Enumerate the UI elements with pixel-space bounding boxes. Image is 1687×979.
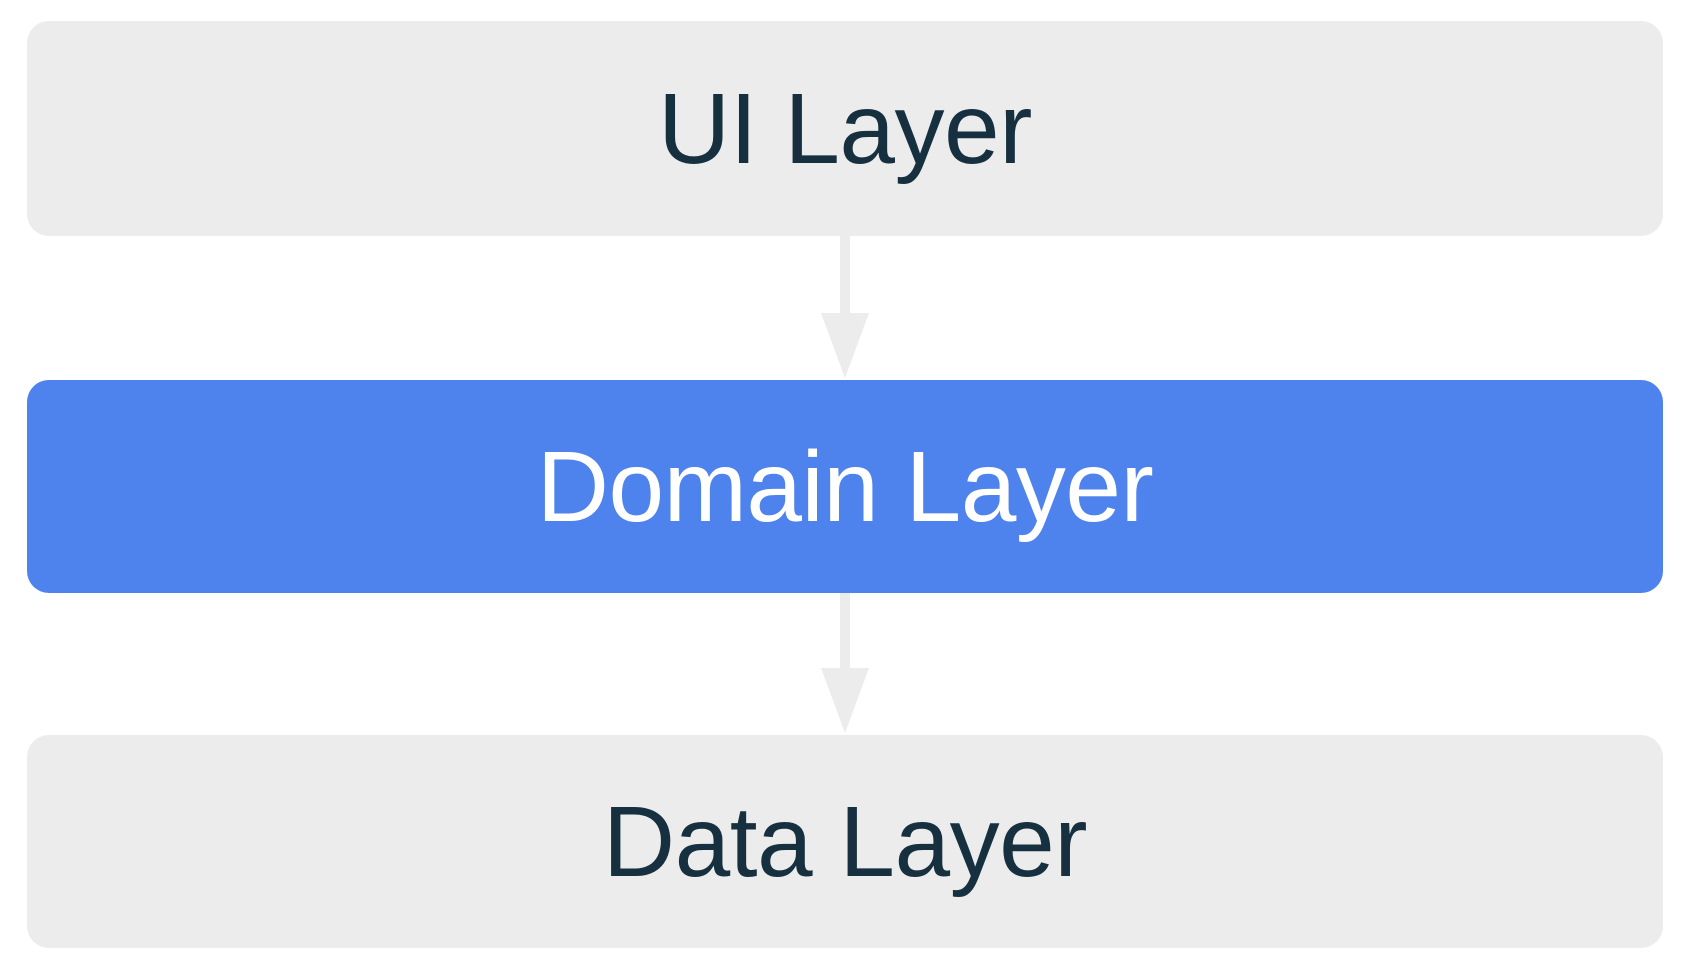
node-domain-layer-label: Domain Layer: [536, 430, 1154, 543]
node-ui-layer[interactable]: UI Layer: [27, 21, 1663, 236]
node-domain-layer[interactable]: Domain Layer: [27, 380, 1663, 593]
edge-domain-to-data: [821, 593, 869, 733]
edge-ui-to-domain: [821, 236, 869, 378]
node-data-layer[interactable]: Data Layer: [27, 735, 1663, 948]
node-ui-layer-label: UI Layer: [658, 72, 1032, 185]
node-data-layer-label: Data Layer: [602, 785, 1088, 898]
